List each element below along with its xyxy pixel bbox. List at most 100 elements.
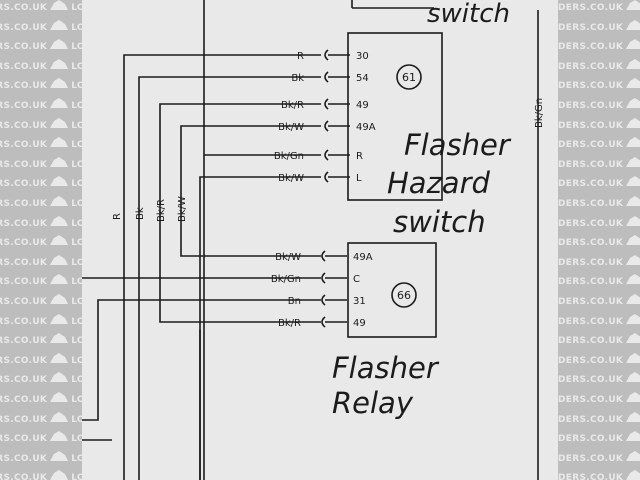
watermark-domain: DERS.CO.UK [0,453,48,464]
watermark-brand: LOCOS [71,257,82,268]
watermark-domain: DERS.CO.UK [558,3,624,13]
watermark-domain: DERS.CO.UK [0,316,48,327]
watermark-domain: DERS.CO.UK [0,120,48,131]
watermark-domain: DERS.CO.UK [0,81,48,92]
car-logo-icon [626,470,640,480]
watermark-row: DERS.CO.UK LOCOS [0,133,82,151]
car-logo-icon [626,0,640,10]
hazard-switch-box [347,32,443,201]
hazard-title-1: Flasher [404,128,512,162]
watermark-brand: LOCOS [71,218,82,229]
watermark-row: DERS.CO.UKLOCOS [0,192,82,209]
car-logo-icon [50,156,69,167]
switch-terminal-2: 54 [356,73,369,84]
watermark-row: DERS.CO.UKLOCOS [558,349,640,366]
car-logo-icon [50,411,69,422]
relay-title-2: Relay [332,386,414,420]
watermark-row: DERS.CO.UKLOCOS [0,16,82,33]
watermark-domain: DERS.CO.UK [558,42,624,53]
watermark-domain: DERS.CO.UK [558,355,624,366]
watermark-brand: LOCOS [71,61,82,72]
watermark-domain: DERS.CO.UK [558,81,624,92]
wire-relay-31 [82,299,321,421]
watermark-brand: LOCOS [71,238,82,249]
watermark-brand: LOCOS [71,297,82,307]
flasher-relay-box [347,242,437,338]
car-logo-icon [50,117,69,128]
switch-wire-label-2: Bk [291,73,304,84]
relay-terminal-2: C [353,274,360,285]
car-logo-icon [626,78,640,89]
wire-bk-w [180,125,321,257]
watermark-row: DERS.CO.UKLOCOS [558,74,640,92]
watermark-domain: DERS.CO.UK [0,42,48,53]
watermark-brand: LOCOS [71,3,82,13]
relay-wire-label-2: Bk/Gn [271,274,301,285]
watermark-domain: DERS.CO.UK [0,414,48,425]
car-logo-icon [626,196,640,206]
watermark-brand: LOCOS [71,434,82,445]
watermark-row: DERS.CO.UKLOCOS [558,0,640,13]
wire-r [123,54,321,480]
watermark-domain: DERS.CO.UK [558,120,624,131]
watermark-domain: DERS.CO.UK [0,22,48,33]
wire-bk-r [159,103,321,323]
watermark-row: DERS.CO.UKLOCOS [558,310,640,327]
car-logo-icon [626,19,640,30]
watermark-domain: DERS.CO.UK [0,375,48,386]
car-logo-icon [50,39,69,50]
car-logo-icon [626,450,640,461]
watermark-domain: DERS.CO.UK [558,22,624,33]
watermark-domain: DERS.CO.UK [558,257,624,268]
watermark-brand: LOCOS [71,316,82,327]
car-logo-icon [626,176,640,187]
watermark-domain: DERS.CO.UK [0,473,48,480]
watermark-row: DERS.CO.UKLOCOS [558,153,640,170]
watermark-brand: LOCOS [71,355,82,366]
car-logo-icon [626,156,640,167]
watermark-row: DERS.CO.UKLOCOS [0,427,82,445]
vertical-label-r: R [112,213,123,220]
watermark-row: DERS.CO.UKLOCOS [558,368,640,385]
car-logo-icon [50,352,69,363]
watermark-brand: LOCOS [71,140,82,151]
watermark-row: DERS.CO.UKLOCOS [0,94,82,111]
watermark-row: DERS.CO.UKLOCOS [0,329,82,346]
car-logo-icon [626,39,640,50]
watermark-row: DERS.CO.UKLOCOS [558,172,640,189]
flasher-relay-number-circle [391,282,417,308]
watermark-row: DERS.CO.UKLOCOS [558,192,640,209]
car-logo-icon [626,392,640,402]
watermark-domain: DERS.CO.UK [0,238,48,249]
watermark-domain: DERS.CO.UK [0,61,48,72]
car-logo-icon [626,117,640,128]
watermark-domain: DERS.CO.UK [558,434,624,445]
watermark-row: DERS.CO.UKLOCOS [0,349,82,366]
watermark-domain: DERS.CO.UK [558,473,624,480]
watermark-row: DERS.CO.UKLOCOS [0,212,82,229]
top-switch-label: switch [427,0,510,29]
watermark-domain: DERS.CO.UK [0,3,48,13]
watermark-domain: DERS.CO.UK [0,140,48,151]
watermark-row: DERS.CO.UKLOCOS [558,251,640,268]
switch-wire-label-3: Bk/R [281,100,304,111]
watermark-domain: DERS.CO.UK [0,257,48,268]
watermark-row: DERS.CO.UKLOCOS [558,231,640,248]
hazard-switch-number-circle [396,64,422,90]
car-logo-icon [626,254,640,265]
watermark-row: DERS.CO.UKLOCOS [558,94,640,111]
car-logo-icon [50,274,69,285]
watermark-row: DERS.CO.UKLOCOS [0,172,82,189]
car-logo-icon [626,98,640,108]
watermark-row: DERS.CO.UKLOCOS [558,447,640,464]
relay-terminal-1: 49A [353,252,373,263]
watermark-brand: LOCOS [71,473,82,480]
watermark-brand: LOCOS [71,81,82,92]
wiring-diagram: R Bk Bk/R Bk/W Bk/Gn Bk/W 30 54 49 49A R… [82,0,545,480]
flasher-relay-number: 66 [397,289,411,302]
watermark-row: DERS.CO.UKLOCOS [0,447,82,464]
relay-terminal-4: 49 [353,318,366,329]
switch-terminal-6: L [356,173,362,184]
watermark-row: DERS.CO.UKLOCOS [558,329,640,346]
car-logo-icon [626,411,640,422]
